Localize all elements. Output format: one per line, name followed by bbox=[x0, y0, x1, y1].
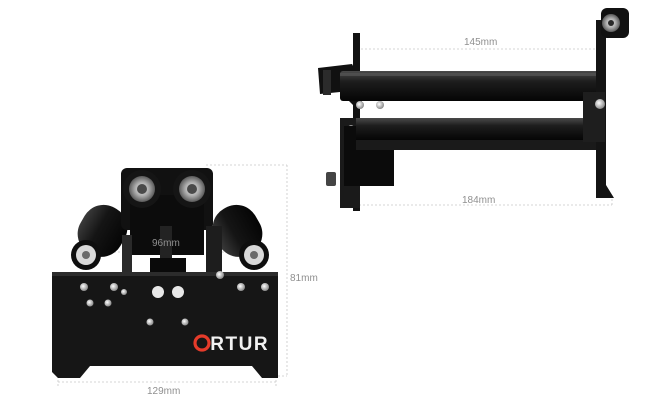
ortur-logo: ORTUR bbox=[193, 334, 269, 355]
side-view: 145mm 184mm bbox=[318, 8, 629, 211]
front-width-label: 129mm bbox=[147, 386, 180, 397]
roller-spacing-label: 96mm bbox=[152, 238, 180, 249]
roller-length-label: 145mm bbox=[464, 37, 497, 48]
brand-logo-text: ORTUR bbox=[194, 334, 269, 355]
front-height-label: 81mm bbox=[290, 273, 318, 284]
side-length-label: 184mm bbox=[462, 195, 495, 206]
front-view: ORTUR 96mm 81mm 129mm bbox=[52, 164, 318, 397]
